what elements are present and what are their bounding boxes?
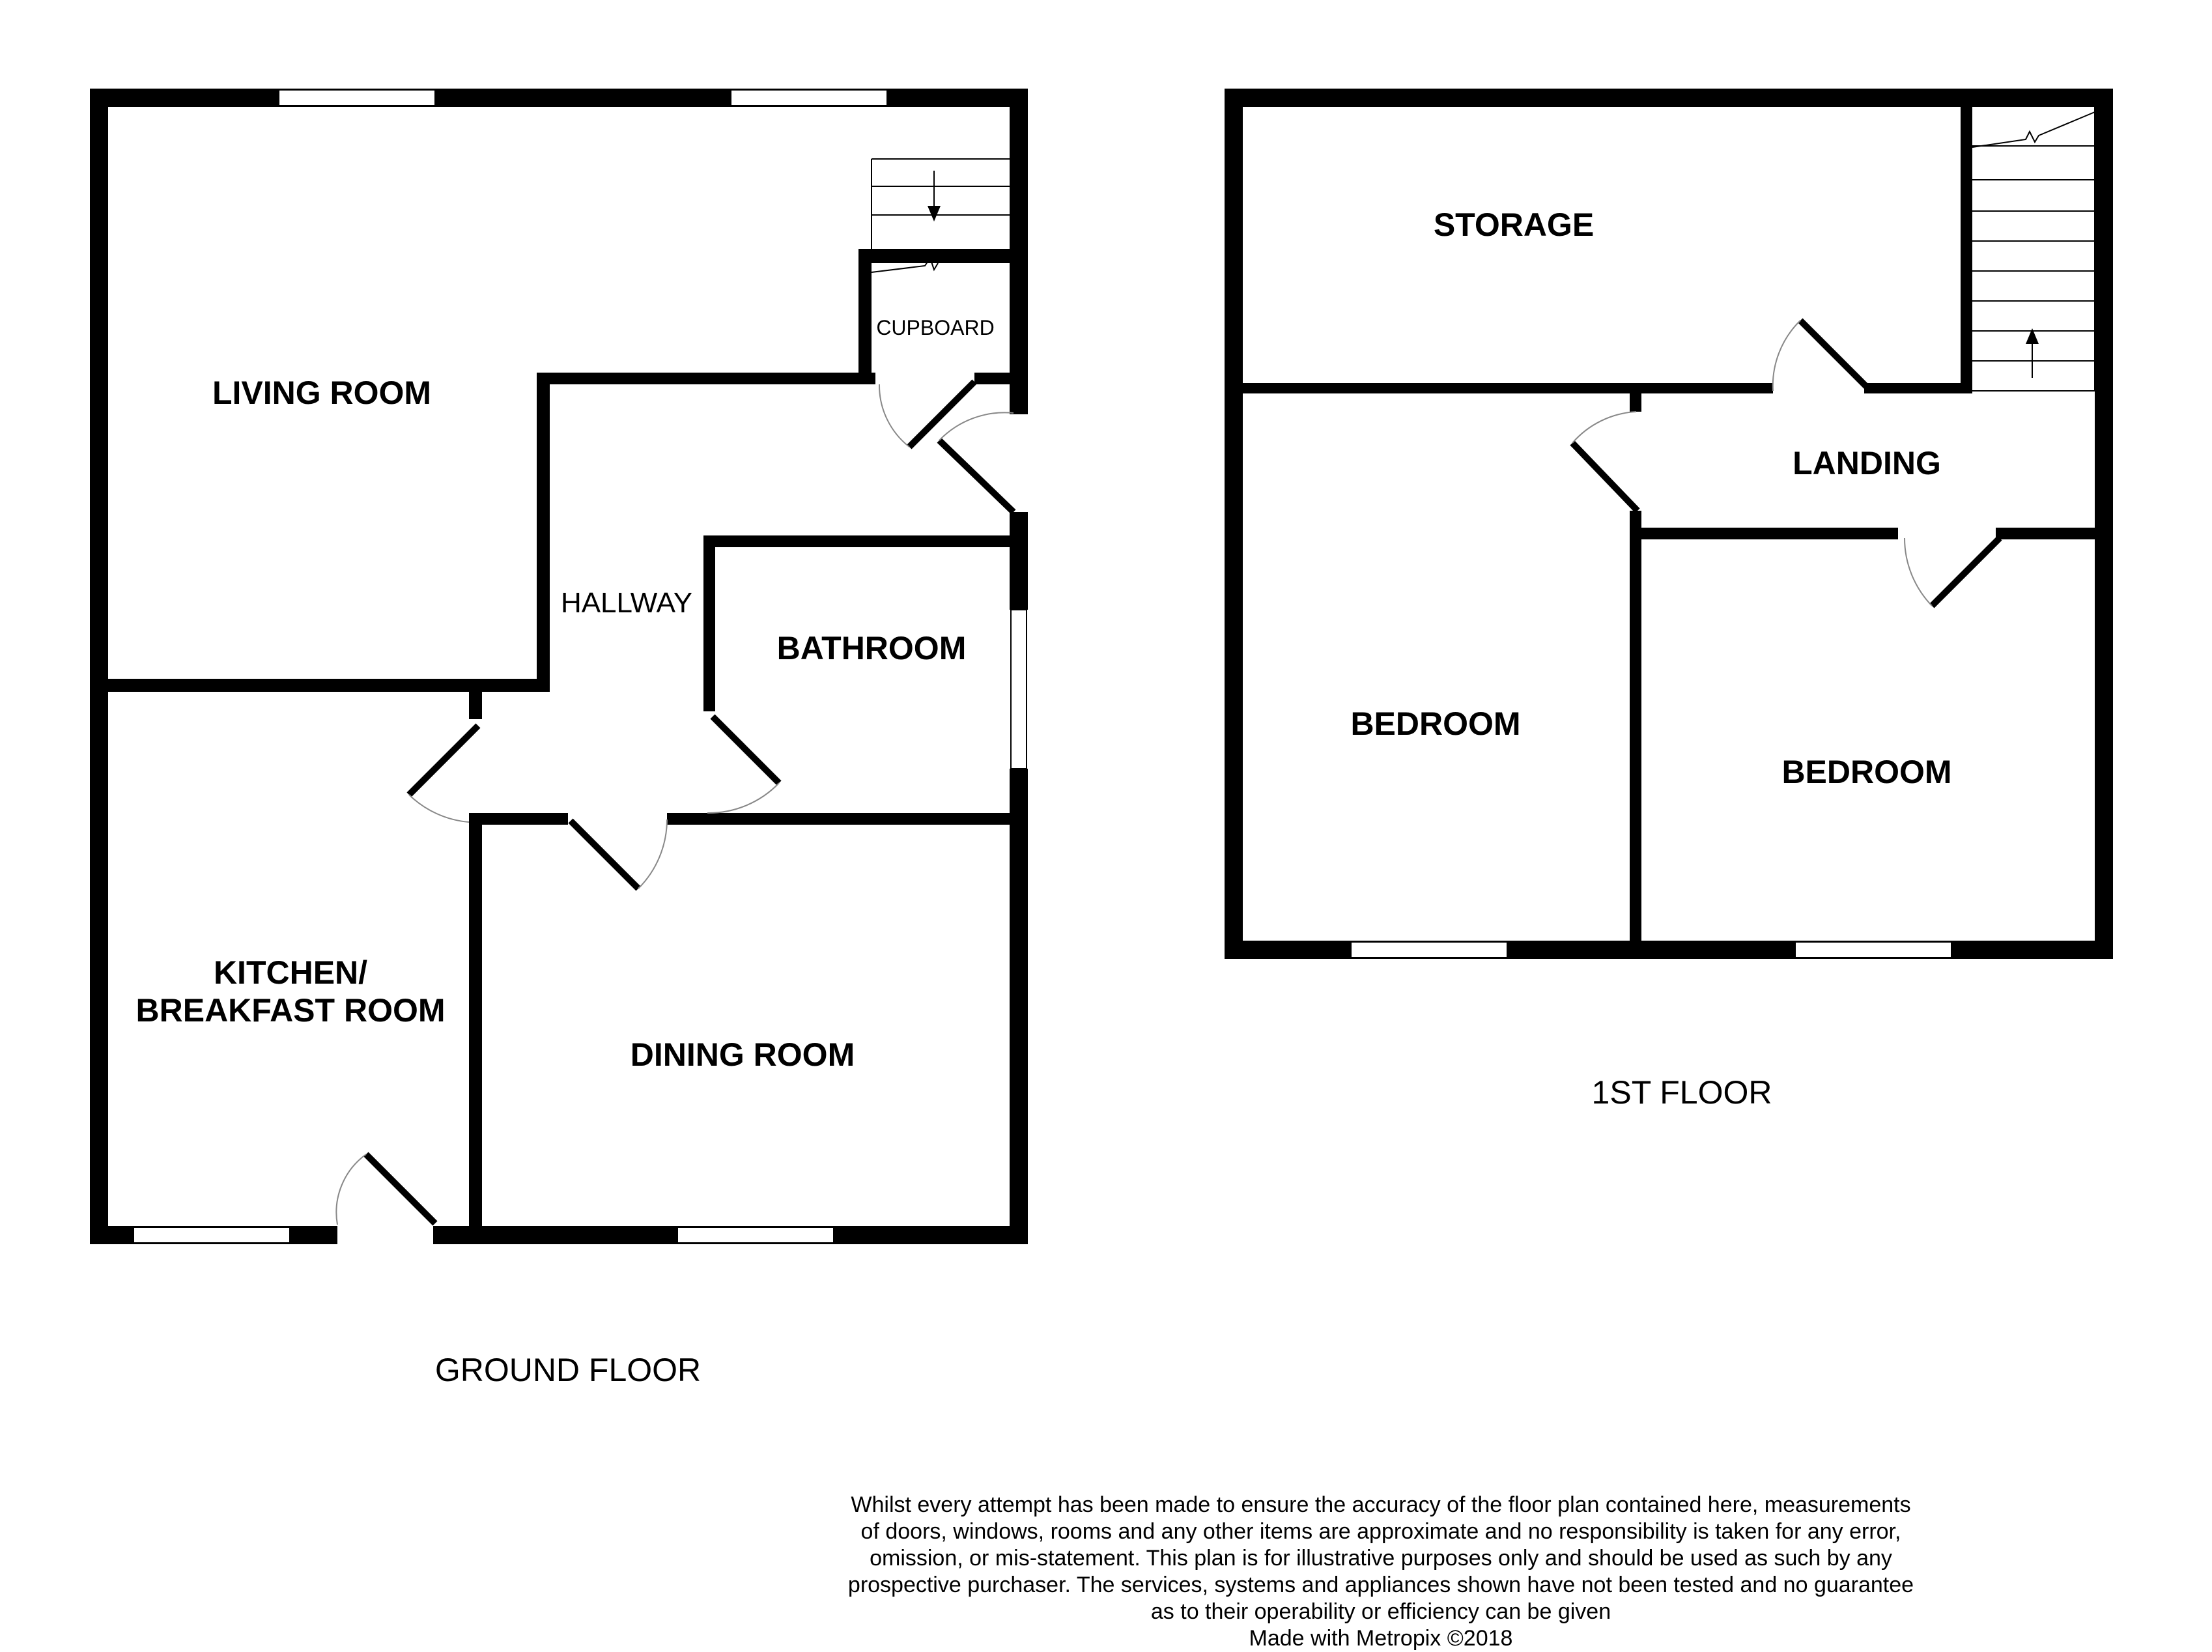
gf-window-living-1 — [278, 89, 436, 106]
gf-wall-dining-left — [469, 813, 482, 1244]
ground-floor-plan: LIVING ROOM CUPBOARD HALLWAY BATHROOM KI… — [90, 89, 1028, 1388]
gf-wall-right-lower — [1010, 769, 1028, 1244]
gf-door-front[interactable] — [937, 412, 1016, 515]
room-bathroom-label: BATHROOM — [777, 630, 967, 666]
gf-wall-cupboard-bottom-stub — [974, 373, 1028, 384]
ff-window-bedroom-left — [1350, 941, 1508, 958]
ff-wall-left — [1225, 89, 1243, 959]
gf-door-cupboard[interactable] — [878, 379, 977, 449]
gf-door-dining[interactable] — [568, 818, 668, 891]
disclaimer-line: prospective purchaser. The services, sys… — [847, 1573, 1914, 1597]
room-cupboard-label: CUPBOARD — [876, 316, 994, 339]
ff-wall-bed-right-top-left — [1630, 528, 1898, 539]
gf-wall-kitchen-stub — [469, 679, 482, 719]
ff-wall-stair-left — [1961, 89, 1972, 393]
gf-window-kitchen — [133, 1227, 291, 1244]
gf-door-bathroom[interactable] — [707, 714, 782, 814]
stair-arrow-down-icon — [928, 206, 941, 221]
gf-window-dining — [677, 1227, 834, 1244]
ff-door-bedroom-right[interactable] — [1904, 535, 2002, 608]
metropix-credit: Made with Metropix ©2018 — [1249, 1626, 1513, 1651]
ff-door-bedroom-left[interactable] — [1570, 411, 1640, 513]
gf-wall-bath-bottom — [667, 813, 1028, 825]
disclaimer-text: Whilst every attempt has been made to en… — [769, 1492, 1993, 1652]
ff-wall-bed-left-right — [1630, 511, 1641, 959]
ground-floor-title: GROUND FLOOR — [435, 1352, 701, 1388]
ff-staircase — [1972, 107, 2095, 392]
room-kitchen-label-line2: BREAKFAST ROOM — [136, 992, 446, 1029]
gf-wall-hall-left — [537, 373, 550, 692]
ff-wall-storage-bottom-right — [1864, 383, 1972, 393]
ff-window-bedroom-right — [1794, 941, 1952, 958]
room-dining-room-label: DINING ROOM — [631, 1036, 855, 1073]
ff-wall-top — [1225, 89, 2113, 107]
gf-wall-bath-left — [703, 535, 715, 711]
gf-window-bathroom — [1010, 609, 1027, 769]
first-floor-title: 1ST FLOOR — [1592, 1074, 1772, 1111]
gf-wall-dining-top-left — [469, 813, 568, 825]
first-floor-plan: STORAGE LANDING BEDROOM BEDROOM 1ST FLOO… — [1225, 89, 2113, 1111]
gf-wall-cupboard-top — [858, 249, 1028, 263]
disclaimer-line: of doors, windows, rooms and any other i… — [860, 1519, 1901, 1544]
ff-wall-storage-bottom-left — [1225, 383, 1773, 393]
disclaimer-line: Whilst every attempt has been made to en… — [851, 1492, 1911, 1517]
gf-wall-left — [90, 89, 108, 1244]
gf-wall-living-bottom — [90, 679, 550, 692]
room-living-room-label: LIVING ROOM — [212, 375, 431, 411]
room-bedroom-right-label: BEDROOM — [1781, 754, 1951, 790]
gf-staircase — [871, 158, 1010, 273]
ff-door-storage[interactable] — [1772, 318, 1872, 392]
room-landing-label: LANDING — [1793, 445, 1941, 481]
room-hallway-label: HALLWAY — [561, 587, 692, 619]
disclaimer-line: as to their operability or efficiency ca… — [1150, 1599, 1611, 1624]
ff-wall-right — [2095, 89, 2113, 959]
gf-wall-cupboard-left — [858, 250, 872, 384]
room-bedroom-left-label: BEDROOM — [1350, 705, 1520, 742]
disclaimer-line: omission, or mis-statement. This plan is… — [870, 1546, 1892, 1571]
gf-window-living-2 — [730, 89, 888, 106]
room-kitchen-label-line1: KITCHEN/ — [214, 954, 367, 991]
gf-wall-hall-top — [537, 373, 875, 384]
gf-door-back[interactable] — [335, 1152, 438, 1226]
gf-wall-right-mid — [1010, 512, 1028, 610]
gf-wall-bath-top — [703, 535, 1028, 547]
room-storage-label: STORAGE — [1434, 206, 1594, 243]
ff-wall-bed-right-top-right — [1996, 528, 2113, 539]
gf-door-kitchen[interactable] — [406, 723, 481, 823]
stair-arrow-up-icon — [2026, 328, 2039, 344]
ff-wall-bed-left-right-top — [1630, 391, 1641, 412]
